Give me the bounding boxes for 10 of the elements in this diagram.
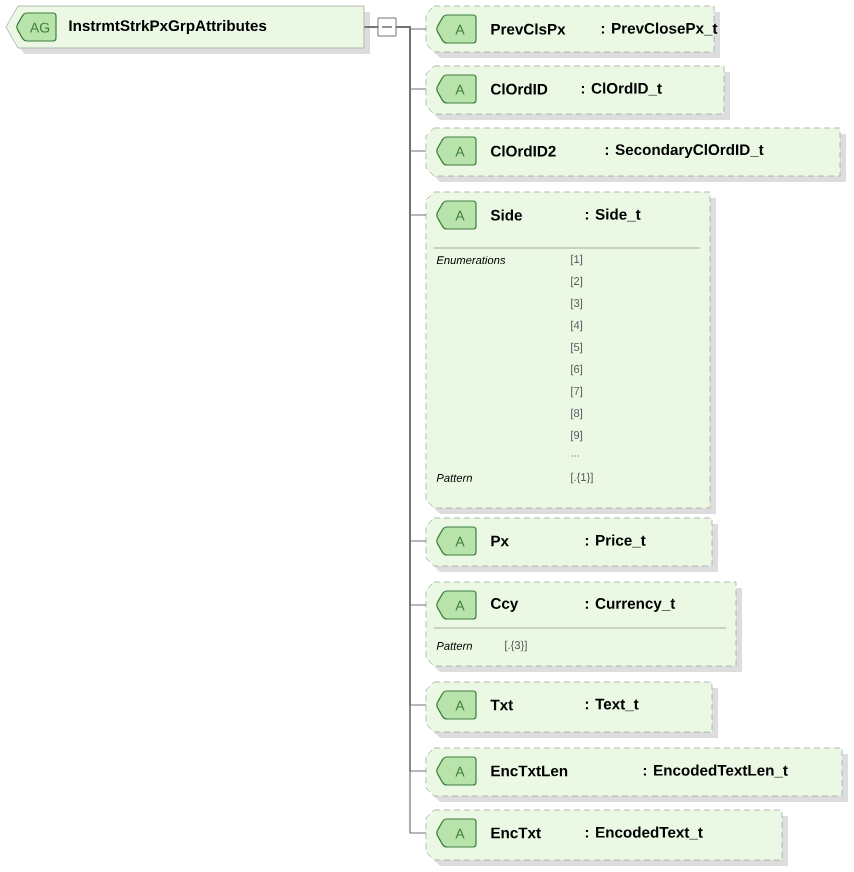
attribute-box [425,581,742,672]
attribute-box [425,5,720,58]
attribute-box [425,65,730,120]
group-box [5,5,370,54]
attribute-box [425,747,848,802]
attribute-box [425,809,788,866]
attribute-box [425,191,716,514]
attribute-box [425,681,718,738]
attribute-box [425,127,846,182]
attribute-box [425,517,718,572]
